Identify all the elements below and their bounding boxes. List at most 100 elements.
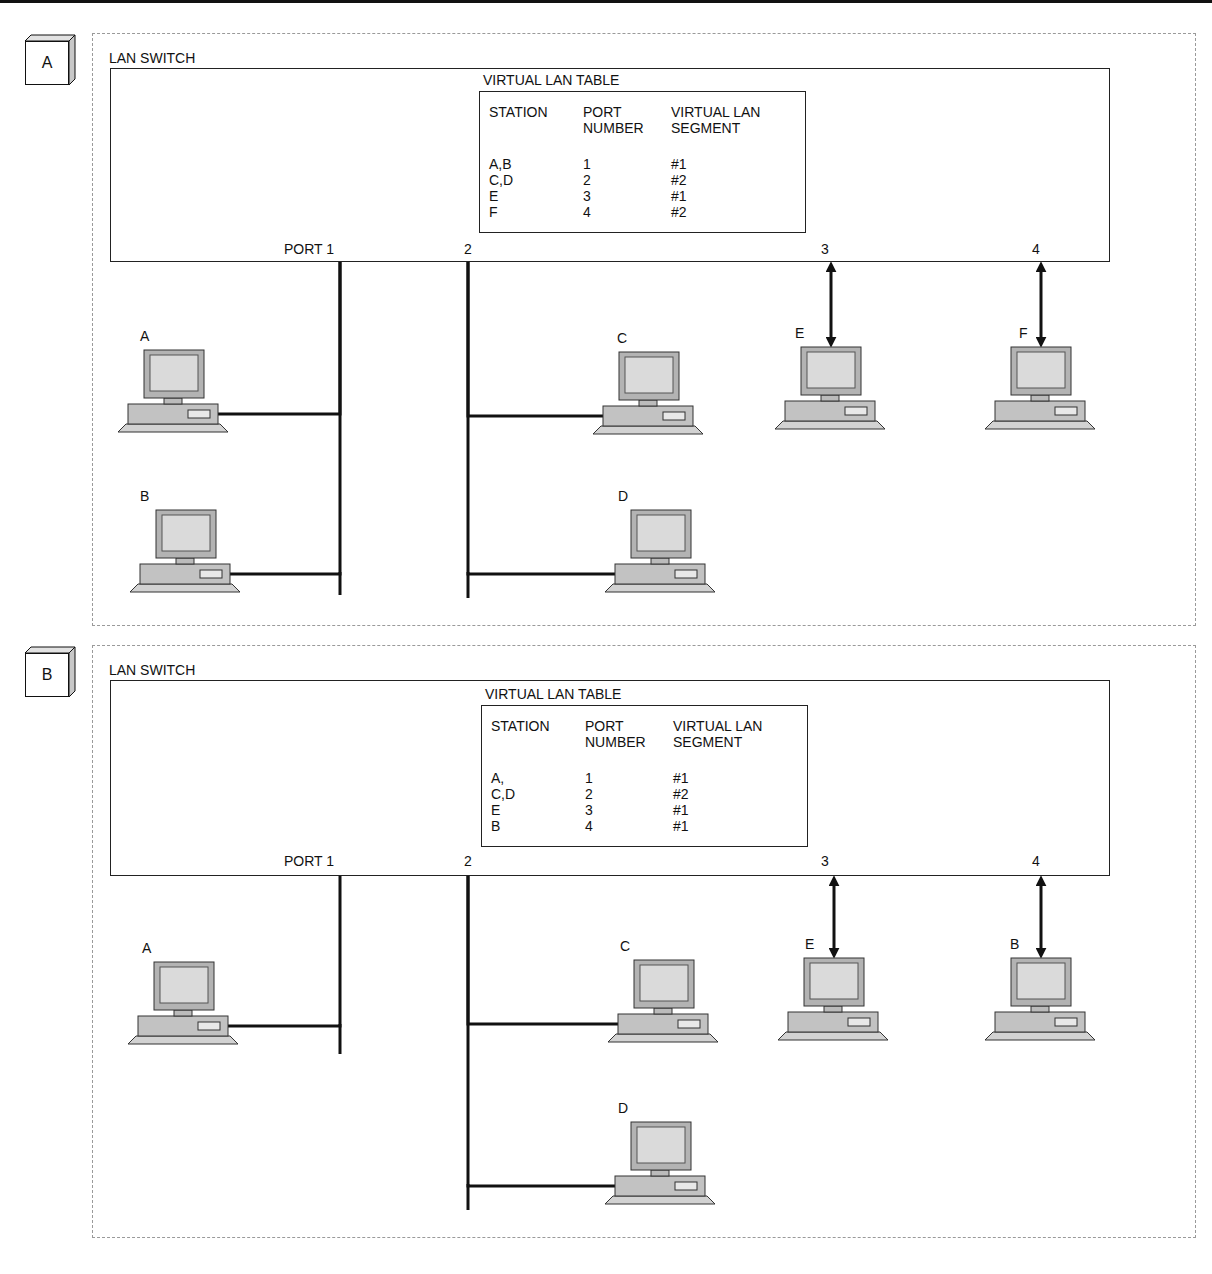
screen [162, 515, 210, 551]
station-label: A [142, 940, 151, 956]
port-label: 4 [1032, 241, 1040, 257]
system-unit [615, 564, 705, 584]
station-label: F [1019, 325, 1028, 341]
port-link-arrow [830, 270, 833, 339]
station-label: A [140, 328, 149, 344]
table-cell: 3 [583, 188, 591, 204]
drive-slot [1055, 1018, 1077, 1026]
drive-slot [848, 1018, 870, 1026]
switch-panel: LAN SWITCHPORT 1234VIRTUAL LAN TABLESTAT… [92, 33, 1196, 626]
computer-icon [605, 1122, 715, 1204]
screen [1017, 963, 1065, 999]
table-cell: 4 [585, 818, 593, 834]
table-header: PORT NUMBER [585, 718, 665, 750]
computer-icon [608, 960, 718, 1042]
table-cell: F [489, 204, 498, 220]
table-cell: 1 [585, 770, 593, 786]
monitor-neck [174, 1010, 192, 1016]
connector-group [218, 262, 1041, 1186]
workstation: A [118, 350, 228, 432]
station-label: B [1010, 936, 1019, 952]
screen [810, 963, 858, 999]
screen [1017, 352, 1065, 388]
workstation: B [130, 510, 240, 592]
computer-icon [775, 347, 885, 429]
switch-panel: LAN SWITCHPORT 1234VIRTUAL LAN TABLESTAT… [92, 645, 1196, 1238]
port-link-arrow [1040, 884, 1043, 950]
computer-icon [130, 510, 240, 592]
table-title: VIRTUAL LAN TABLE [485, 686, 621, 702]
drive-slot [200, 570, 222, 578]
table-cell: #1 [671, 188, 687, 204]
workstation: E [775, 347, 885, 429]
tag-top-face [25, 647, 75, 653]
monitor [804, 958, 864, 1006]
panel-letter: A [26, 42, 68, 84]
panel-tag: B [25, 653, 69, 697]
lan-switch-box: PORT 1234VIRTUAL LAN TABLESTATIONPORT NU… [110, 680, 1110, 876]
table-cell: E [491, 802, 500, 818]
system-unit [615, 1176, 705, 1196]
workstation: D [605, 1122, 715, 1204]
switch-title: LAN SWITCH [109, 662, 195, 678]
screen [150, 355, 198, 391]
drive-slot [663, 412, 685, 420]
monitor-neck [639, 400, 657, 406]
port-link-arrow [833, 884, 836, 950]
table-cell: B [491, 818, 500, 834]
table-cell: E [489, 188, 498, 204]
workstation: A [128, 962, 238, 1044]
panel-tag: A [25, 41, 69, 85]
desk-base [775, 421, 885, 429]
tag-side-face [69, 647, 75, 697]
computer-icon [985, 958, 1095, 1040]
desk-base [605, 1196, 715, 1204]
bus-connector [468, 262, 705, 574]
table-cell: 3 [585, 802, 593, 818]
monitor-neck [1031, 1006, 1049, 1012]
bus-connector [468, 262, 693, 416]
panel-letter: B [26, 654, 68, 696]
lan-switch-box: PORT 1234VIRTUAL LAN TABLESTATIONPORT NU… [110, 68, 1110, 262]
screen [637, 1127, 685, 1163]
monitor [154, 962, 214, 1010]
monitor-neck [651, 1170, 669, 1176]
monitor [144, 350, 204, 398]
station-label: E [805, 936, 814, 952]
system-unit [603, 406, 693, 426]
drive-slot [675, 1182, 697, 1190]
desk-base [593, 426, 703, 434]
tag-side-face [69, 35, 75, 85]
station-label: B [140, 488, 149, 504]
monitor-neck [651, 558, 669, 564]
drive-slot [675, 570, 697, 578]
port-label: PORT 1 [284, 241, 334, 257]
monitor-neck [1031, 395, 1049, 401]
vlan-table: VIRTUAL LAN TABLESTATIONPORT NUMBERVIRTU… [481, 705, 808, 847]
monitor [619, 352, 679, 400]
table-cell: C,D [491, 786, 515, 802]
workstation: F [985, 347, 1095, 429]
table-cell: 4 [583, 204, 591, 220]
system-unit [140, 564, 230, 584]
system-unit [138, 1016, 228, 1036]
top-rule [0, 0, 1212, 3]
bus-connector [218, 262, 340, 414]
table-header: STATION [491, 718, 550, 734]
bus-connector [228, 876, 340, 1026]
monitor [801, 347, 861, 395]
monitor [631, 1122, 691, 1170]
screen [807, 352, 855, 388]
computer-icon [778, 958, 888, 1040]
port-label: 3 [821, 241, 829, 257]
table-header: STATION [489, 104, 548, 120]
desk-base [130, 584, 240, 592]
desk-base [608, 1034, 718, 1042]
station-label: E [795, 325, 804, 341]
workstation: C [593, 352, 703, 434]
port-label: 3 [821, 853, 829, 869]
table-cell: C,D [489, 172, 513, 188]
computer-icon [605, 510, 715, 592]
monitor [1011, 958, 1071, 1006]
